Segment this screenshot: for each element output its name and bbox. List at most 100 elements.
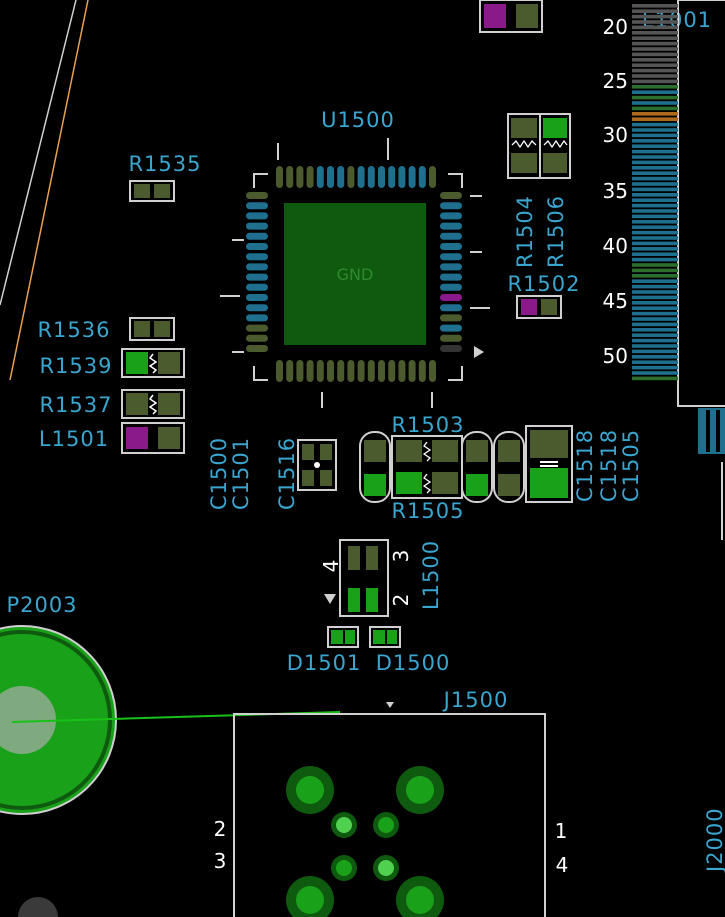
- ic-pad: [306, 166, 314, 188]
- ic-pad: [246, 263, 268, 271]
- refdes-j2000: J2000: [703, 807, 725, 874]
- ic-pad: [246, 243, 268, 250]
- ic-pad: [440, 273, 462, 281]
- ic-pad: [440, 232, 462, 240]
- component-c1516[interactable]: C1516: [275, 437, 337, 510]
- component-l1501[interactable]: L1501: [39, 422, 185, 454]
- ic-pad: [296, 166, 304, 188]
- component-r1503-r1505-array[interactable]: R1503 R1505: [359, 413, 525, 523]
- connector-pad: [632, 133, 678, 138]
- component-r1537[interactable]: R1537: [39, 389, 185, 419]
- connector-pad: [632, 311, 678, 316]
- refdes-r1537: R1537: [39, 393, 112, 417]
- component-l1001[interactable]: L1001 20 25 30 35 40 45 50: [603, 0, 725, 407]
- connector-pad: [632, 112, 678, 116]
- connector-pad: [632, 328, 678, 332]
- component-j1500[interactable]: J1500 2 3 1 4: [214, 688, 569, 917]
- connector-pad: [632, 149, 678, 154]
- component-r1535[interactable]: R1535: [128, 152, 201, 202]
- ic-pad: [246, 192, 268, 199]
- ic-pad: [440, 314, 462, 322]
- connector-pad: [632, 349, 678, 354]
- component-d1501[interactable]: D1501: [287, 626, 362, 675]
- connector-pad: [632, 9, 678, 13]
- component-p2003[interactable]: P2003: [0, 593, 341, 815]
- refdes-c1505: C1505: [619, 429, 643, 502]
- ic-pad: [440, 202, 462, 210]
- connector-pad: [632, 268, 678, 273]
- connector-pad: [632, 36, 678, 40]
- pin-number: 25: [603, 69, 628, 93]
- connector-pad: [632, 58, 678, 62]
- pin-number: 45: [603, 289, 628, 313]
- ic-pad: [246, 324, 268, 332]
- connector-pad: [632, 144, 678, 148]
- connector-pad: [632, 25, 678, 30]
- component-r1504-r1506[interactable]: R1504 R1506: [507, 113, 571, 268]
- pin-number: 3: [389, 550, 413, 563]
- ic-pad: [246, 314, 268, 322]
- ic-pad: [246, 294, 268, 301]
- component-r1539[interactable]: R1539: [39, 348, 185, 378]
- connector-pad: [632, 106, 678, 111]
- connector-pad: [632, 236, 678, 240]
- refdes-l1501: L1501: [39, 427, 109, 451]
- ic-pad: [246, 283, 268, 291]
- right-edge-pads: [698, 408, 725, 540]
- ic-pad: [327, 360, 334, 382]
- connector-pad: [632, 52, 678, 57]
- connector-pad: [632, 290, 678, 294]
- connector-pad: [632, 376, 678, 381]
- connector-pad: [632, 225, 678, 229]
- ic-pad: [246, 212, 268, 220]
- connector-pad: [632, 214, 678, 219]
- ic-pad: [398, 360, 406, 382]
- component-c1500-c1501[interactable]: C1500 C1501: [207, 437, 253, 510]
- component-u1500[interactable]: U1500 GND: [220, 108, 490, 408]
- ic-pad: [440, 283, 462, 291]
- connector-pad: [632, 85, 678, 89]
- refdes-c1518: C1518: [597, 429, 621, 502]
- ic-pad: [357, 166, 365, 188]
- connector-pad: [632, 101, 678, 105]
- ic-pad: [246, 232, 268, 240]
- ic-pad: [246, 345, 268, 352]
- ic-pad: [316, 166, 324, 188]
- refdes-r1539: R1539: [39, 354, 112, 378]
- connector-pad: [632, 128, 678, 132]
- ic-pad: [347, 166, 355, 188]
- connector-pad: [632, 252, 678, 256]
- pin-number: 4: [319, 560, 343, 573]
- connector-pad: [632, 257, 678, 262]
- connector-pad: [632, 230, 678, 235]
- connector-pad: [632, 155, 678, 159]
- refdes-r1535: R1535: [128, 152, 201, 176]
- gnd-net-label: GND: [337, 265, 374, 284]
- diagonal-traces: [0, 0, 89, 381]
- resistor-zigzag-icon: [148, 353, 158, 374]
- pin-number: 2: [214, 817, 227, 841]
- connector-pad: [632, 20, 678, 24]
- component-l1500[interactable]: 4 3 2 L1500: [319, 539, 443, 617]
- refdes-r1506: R1506: [544, 195, 568, 268]
- ic-pad: [440, 243, 462, 250]
- top-edge-component[interactable]: [479, 0, 543, 33]
- connector-pad: [632, 160, 678, 165]
- refdes-r1536: R1536: [37, 318, 110, 342]
- refdes-r1505: R1505: [391, 499, 464, 523]
- component-j2000[interactable]: J2000: [703, 807, 725, 874]
- component-d1500[interactable]: D1500: [369, 626, 450, 675]
- connector-pad: [632, 182, 678, 186]
- connector-pad: [632, 176, 678, 181]
- component-c1518-c1505[interactable]: C1518 C1518 C1505: [525, 425, 643, 503]
- connector-pad: [632, 171, 678, 175]
- ic-pad: [378, 360, 385, 382]
- connector-pad: [632, 117, 678, 121]
- connector-pad: [632, 279, 678, 283]
- connector-pad: [632, 193, 678, 197]
- ic-pad: [418, 360, 426, 382]
- component-r1502[interactable]: R1502: [507, 272, 580, 319]
- pin1-marker-icon: [474, 346, 484, 358]
- component-r1536[interactable]: R1536: [37, 317, 175, 342]
